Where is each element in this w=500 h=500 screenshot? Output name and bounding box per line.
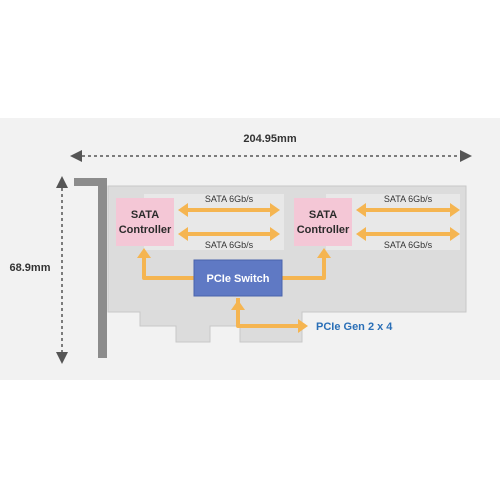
width-dimension-label: 204.95mm	[243, 133, 296, 145]
sata-controller-1-label-line1: SATA	[131, 209, 159, 221]
c1-bottom-link-label: SATA 6Gb/s	[205, 240, 254, 250]
c2-bottom-link-label: SATA 6Gb/s	[384, 240, 433, 250]
switch-to-c1-arrow	[142, 256, 194, 280]
sata-controller-1-label-line2: Controller	[119, 224, 172, 236]
host-interface-label: PCIe Gen 2 x 4	[316, 321, 393, 333]
link-arrows	[142, 208, 452, 328]
c1-top-link-label: SATA 6Gb/s	[205, 194, 254, 204]
sata-controller-2-label-line2: Controller	[297, 224, 350, 236]
height-dimension-label: 68.9mm	[10, 262, 51, 274]
pcie-switch	[193, 259, 283, 297]
mounting-bracket	[98, 178, 107, 358]
c2-top-link-label: SATA 6Gb/s	[384, 194, 433, 204]
sata-controller-2	[294, 198, 352, 246]
mounting-bracket	[74, 178, 106, 186]
sata-controller-1	[116, 198, 174, 246]
pcie-switch-label: PCIe Switch	[207, 273, 270, 285]
arrow-heads	[137, 203, 460, 333]
sata-controller-2-label-line1: SATA	[309, 209, 337, 221]
switch-to-c2-arrow	[282, 256, 326, 280]
